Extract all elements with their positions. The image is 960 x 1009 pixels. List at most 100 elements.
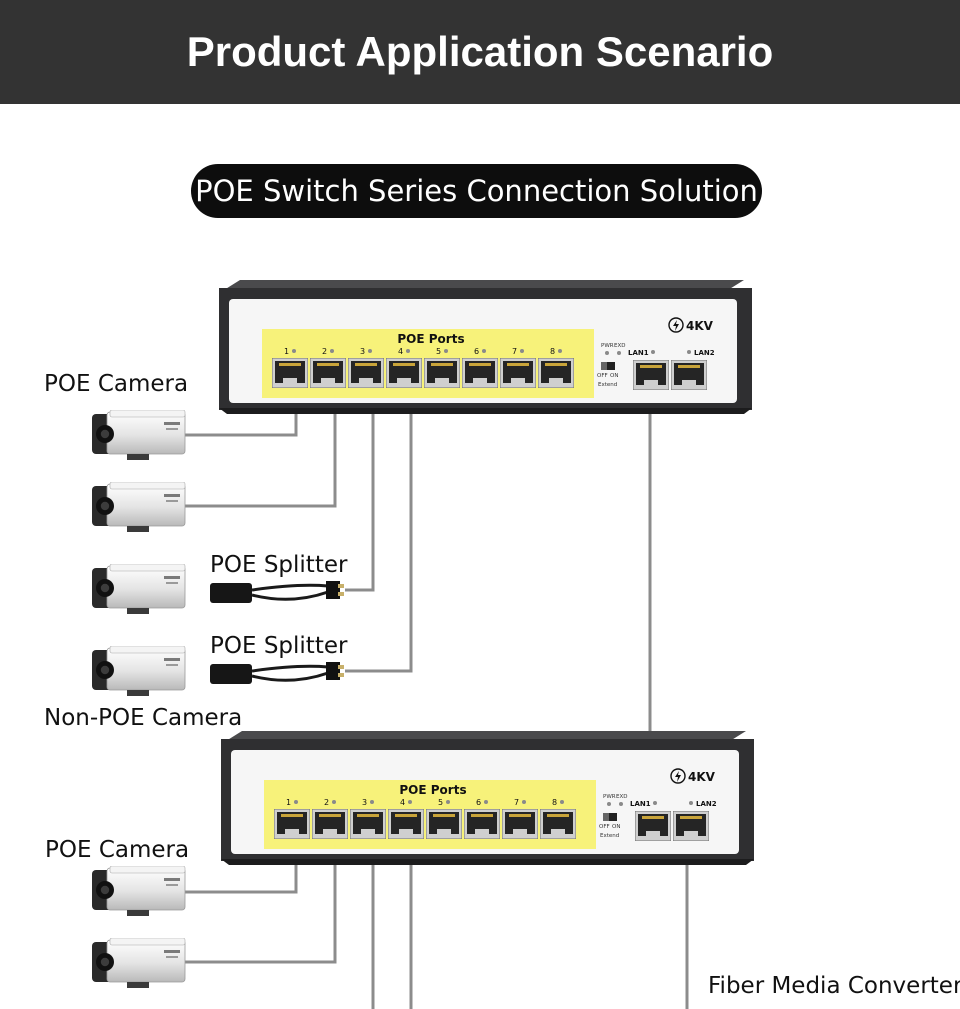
rj45-port-3 <box>348 358 384 388</box>
port-led <box>370 800 374 804</box>
poe-camera-4 <box>92 938 186 988</box>
poe-camera-label: POE Camera <box>45 837 190 863</box>
rj45-port-3 <box>350 809 386 839</box>
poe-switch-1: POE Ports 1 2 3 4 5 6 7 8 <box>219 280 752 414</box>
cable-port3-splitter1 <box>345 388 375 592</box>
non-poe-camera-label: Non-POE Camera <box>44 705 243 731</box>
extend-switch <box>603 813 617 821</box>
port-number: 6 <box>474 347 479 356</box>
port-number: 2 <box>322 347 327 356</box>
4kv-badge: 4KV <box>668 317 714 333</box>
port-led <box>368 349 372 353</box>
port-led <box>484 800 488 804</box>
port-number: 6 <box>476 798 481 807</box>
rj45-port-8 <box>540 809 576 839</box>
port-number: 4 <box>400 798 405 807</box>
header-banner: Product Application Scenario <box>0 0 960 104</box>
rj45-port-5 <box>424 358 460 388</box>
cable-port2-camera2 <box>185 388 337 508</box>
lan2-label: LAN2 <box>694 349 715 357</box>
port-number: 8 <box>552 798 557 807</box>
lan1-label: LAN1 <box>630 800 651 808</box>
port-led <box>330 349 334 353</box>
rj45-lan2 <box>671 360 707 390</box>
port-led <box>292 349 296 353</box>
port-led <box>558 349 562 353</box>
rj45-port-1 <box>272 358 308 388</box>
lightning-icon <box>668 317 684 333</box>
exd-label: EXD <box>616 794 627 800</box>
cable-sw2-port2-camera <box>185 835 337 964</box>
extend-label: Extend <box>598 382 617 388</box>
exd-led <box>617 351 621 355</box>
port-led <box>522 800 526 804</box>
port-led <box>444 349 448 353</box>
page-title: Product Application Scenario <box>186 28 774 75</box>
poe-camera-2 <box>92 482 186 532</box>
rj45-port-7 <box>500 358 536 388</box>
port-led <box>482 349 486 353</box>
extend-label: Extend <box>600 833 619 839</box>
rj45-port-5 <box>426 809 462 839</box>
poe-camera-label: POE Camera <box>44 371 189 397</box>
rj45-port-4 <box>388 809 424 839</box>
cable-port4-splitter2 <box>345 388 413 673</box>
port-number: 8 <box>550 347 555 356</box>
lan1-label: LAN1 <box>628 349 649 357</box>
on-label: ON <box>610 373 618 379</box>
rj45-port-2 <box>310 358 346 388</box>
poe-ports-label: POE Ports <box>397 332 464 346</box>
rj45-port-6 <box>464 809 500 839</box>
port-led <box>406 349 410 353</box>
poe-camera-1 <box>92 410 186 460</box>
rj45-lan1 <box>635 811 671 841</box>
cables <box>185 388 689 1009</box>
4kv-label: 4KV <box>686 319 714 333</box>
port-number: 5 <box>436 347 441 356</box>
lan2-label: LAN2 <box>696 800 717 808</box>
non-poe-camera-1 <box>92 564 186 614</box>
port-number: 7 <box>514 798 519 807</box>
port-led <box>332 800 336 804</box>
exd-led <box>619 802 623 806</box>
port-led <box>560 800 564 804</box>
pwr-led <box>605 351 609 355</box>
port-led <box>408 800 412 804</box>
4kv-label: 4KV <box>688 770 716 784</box>
port-led <box>446 800 450 804</box>
port-led <box>294 800 298 804</box>
off-label: OFF <box>597 373 608 379</box>
port-number: 2 <box>324 798 329 807</box>
port-number: 4 <box>398 347 403 356</box>
subtitle: POE Switch Series Connection Solution <box>195 174 758 208</box>
off-label: OFF <box>599 824 610 830</box>
rj45-lan2 <box>673 811 709 841</box>
lightning-icon <box>670 768 686 784</box>
rj45-port-2 <box>312 809 348 839</box>
rj45-port-7 <box>502 809 538 839</box>
port-number: 3 <box>362 798 367 807</box>
subtitle-pill: POE Switch Series Connection Solution <box>191 164 762 218</box>
port-number: 1 <box>286 798 291 807</box>
port-led <box>520 349 524 353</box>
poe-splitter-label: POE Splitter <box>210 633 348 659</box>
exd-label: EXD <box>614 343 625 349</box>
pwr-led <box>607 802 611 806</box>
port-number: 7 <box>512 347 517 356</box>
poe-splitter-label: POE Splitter <box>210 552 348 578</box>
4kv-badge: 4KV <box>670 768 716 784</box>
poe-splitter-2 <box>210 660 345 686</box>
pwr-label: PWR <box>603 794 616 800</box>
rj45-port-8 <box>538 358 574 388</box>
poe-switch-2: POE Ports 1 2 3 4 5 6 7 8 <box>221 731 754 865</box>
port-number: 5 <box>438 798 443 807</box>
rj45-port-4 <box>386 358 422 388</box>
port-number: 1 <box>284 347 289 356</box>
non-poe-camera-2 <box>92 646 186 696</box>
rj45-port-1 <box>274 809 310 839</box>
fiber-media-converter-label: Fiber Media Converter <box>708 973 960 999</box>
pwr-label: PWR <box>601 343 614 349</box>
poe-camera-3 <box>92 866 186 916</box>
on-label: ON <box>612 824 620 830</box>
